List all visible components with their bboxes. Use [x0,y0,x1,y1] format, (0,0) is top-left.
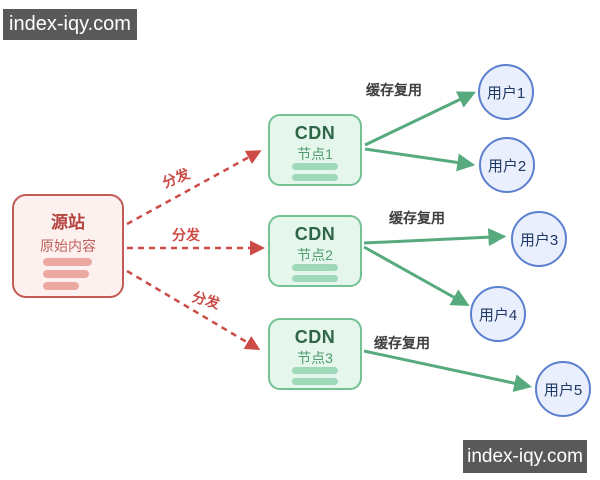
content-bar [292,378,338,385]
user-node-1: 用户1 [478,64,534,120]
content-bar [292,275,338,282]
origin-node: 源站 原始内容 [12,194,124,298]
content-bar [43,258,92,266]
user-label: 用户4 [478,306,518,324]
cdn-node-1: CDN 节点1 [268,114,362,186]
content-bar [292,163,338,170]
user-node-3: 用户3 [511,211,567,267]
cdn-content-bars [292,264,338,286]
cache-arrow-node3-user5 [363,349,533,393]
cdn-node-subtitle: 节点2 [297,247,333,263]
content-bar [292,174,338,181]
content-bar [43,270,89,278]
distribute-arrow-3 [126,269,261,351]
cache-arrow-node1-user1 [364,91,476,147]
cdn-node-title: CDN [294,224,336,244]
user-node-2: 用户2 [479,137,535,193]
content-bar [292,367,338,374]
origin-content-bars [43,258,92,294]
distribute-arrow-1 [126,150,262,226]
cache-label-2: 缓存复用 [389,210,445,226]
origin-subtitle: 原始内容 [40,238,96,254]
cdn-content-bars [292,367,338,389]
watermark-bottom-right: index-iqy.com [463,440,587,473]
cache-label-3: 缓存复用 [374,335,430,351]
content-bar [292,264,338,271]
user-label: 用户5 [543,381,583,399]
distribute-label-2: 分发 [172,227,200,243]
cache-arrow-node2-user4 [363,245,470,307]
cdn-node-title: CDN [294,123,336,143]
user-label: 用户1 [486,84,526,102]
user-label: 用户3 [519,231,559,249]
cache-label-1: 缓存复用 [366,82,422,98]
user-node-4: 用户4 [470,286,526,342]
cache-arrow-node1-user2 [364,147,476,172]
origin-title: 源站 [51,213,85,232]
cdn-node-2: CDN 节点2 [268,215,362,287]
cdn-node-3: CDN 节点3 [268,318,362,390]
cdn-node-title: CDN [294,327,336,347]
content-bar [43,282,79,290]
cdn-node-subtitle: 节点3 [297,350,333,366]
user-node-5: 用户5 [535,361,591,417]
cache-arrow-node2-user3 [363,228,507,247]
cdn-node-subtitle: 节点1 [297,146,333,162]
user-label: 用户2 [487,157,527,175]
cdn-content-bars [292,163,338,185]
watermark-top-left: index-iqy.com [3,9,137,40]
